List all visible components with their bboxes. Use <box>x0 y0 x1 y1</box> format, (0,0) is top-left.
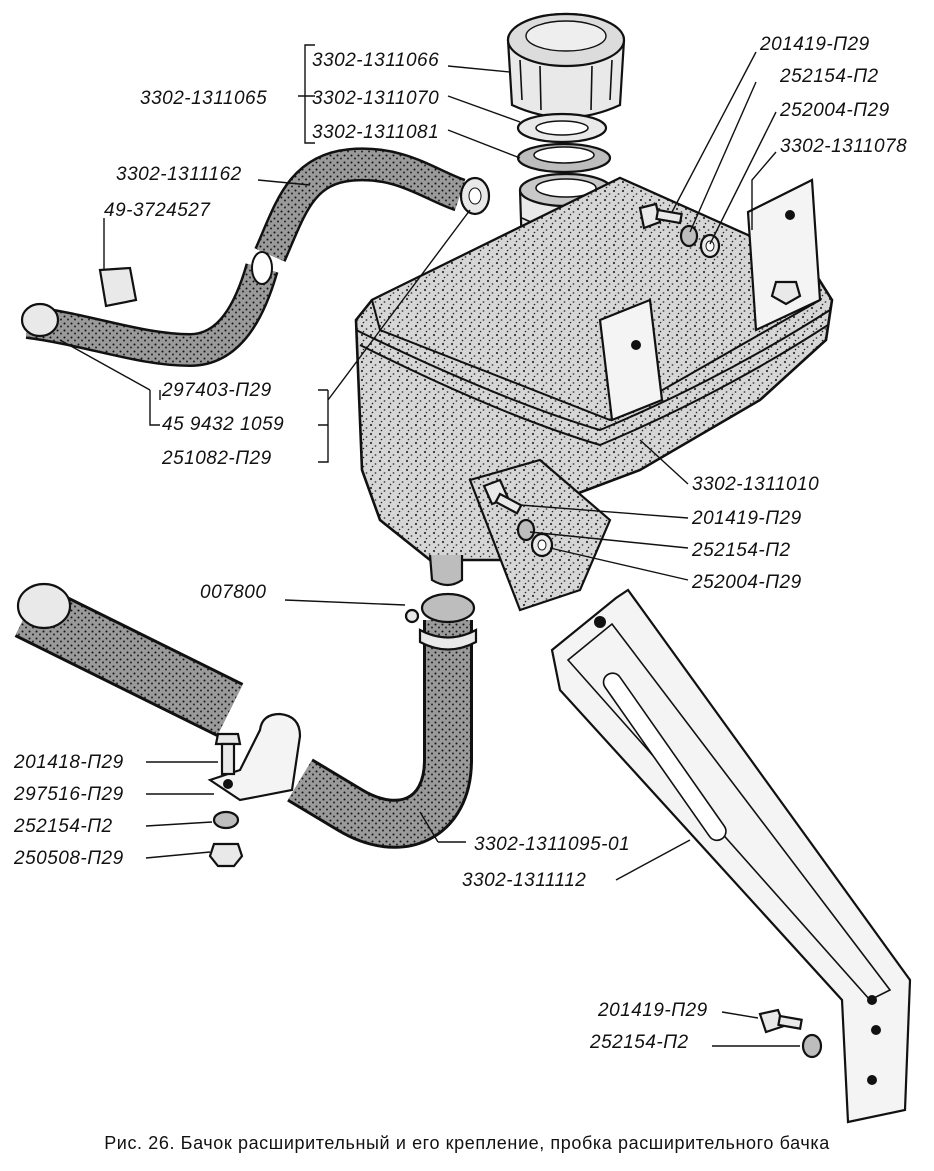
side-washer-2 <box>530 532 554 558</box>
lower-left-hose <box>14 582 244 737</box>
long-mounting-bracket <box>550 588 912 1124</box>
label-seal-ring: 3302-1311081 <box>312 122 439 143</box>
label-cap-gasket: 3302-1311070 <box>312 88 439 109</box>
label-lower-nut: 250508-П29 <box>13 848 124 869</box>
label-side-washer-2: 252004-П29 <box>691 572 802 593</box>
label-hose-clamp-upper: 49-3724527 <box>104 200 211 221</box>
label-cap: 3302-1311066 <box>312 50 439 71</box>
upper-bolt <box>638 202 683 230</box>
lower-hose <box>287 592 476 849</box>
side-washer-1 <box>516 518 536 542</box>
upper-hose-clamp <box>459 176 491 216</box>
label-lower-clip: 297516-П29 <box>13 784 124 805</box>
label-upper-washer-1: 252154-П2 <box>779 66 879 87</box>
label-left-group-2: 45 9432 1059 <box>162 414 284 435</box>
label-upper-hose: 3302-1311162 <box>116 164 242 185</box>
tank-top-bracket-right <box>746 178 822 332</box>
left-hose <box>25 251 279 368</box>
label-left-group-1: 297403-П29 <box>161 380 272 401</box>
figure-caption: Рис. 26. Бачок расширительный и его креп… <box>104 1133 830 1153</box>
label-lower-hose: 3302-1311095-01 <box>474 834 630 855</box>
label-side-bolt: 201419-П29 <box>691 508 802 529</box>
label-bottom-washer: 252154-П2 <box>589 1032 689 1053</box>
label-bottom-bolt: 201419-П29 <box>597 1000 708 1021</box>
cap-gasket <box>516 112 608 144</box>
label-cap-assembly: 3302-1311065 <box>140 88 267 109</box>
label-clamp-lower: 007800 <box>200 582 266 603</box>
cap-seal-ring <box>516 142 612 174</box>
bottom-bolt <box>758 1008 803 1034</box>
label-upper-washer-2: 252004-П29 <box>779 100 890 121</box>
label-lower-washer: 252154-П2 <box>13 816 113 837</box>
label-lower-bolt: 201418-П29 <box>13 752 124 773</box>
upper-washer-1 <box>679 224 699 248</box>
left-hose-clamp <box>20 266 138 338</box>
lower-hose-clamp <box>404 608 478 651</box>
lower-bolt <box>214 732 242 776</box>
upper-hose <box>254 147 466 262</box>
leader-lines <box>59 44 800 1047</box>
upper-washer-2 <box>699 233 721 259</box>
side-bolt <box>482 478 523 515</box>
part-labels: 3302-1311066 3302-1311070 3302-1311081 3… <box>13 34 907 1053</box>
tank-top-bracket-left <box>598 298 664 422</box>
label-upper-bolt: 201419-П29 <box>759 34 870 55</box>
label-tank: 3302-1311010 <box>692 474 819 495</box>
lower-nut <box>208 842 244 868</box>
bottom-washer <box>801 1033 823 1059</box>
lower-clip <box>207 712 302 802</box>
lower-washer <box>212 810 240 830</box>
filler-cap <box>506 12 626 119</box>
label-long-bracket: 3302-1311112 <box>462 870 586 891</box>
label-side-washer-1: 252154-П2 <box>691 540 791 561</box>
label-left-group-3: 251082-П29 <box>161 448 272 469</box>
label-upper-right-bracket: 3302-1311078 <box>780 136 907 157</box>
